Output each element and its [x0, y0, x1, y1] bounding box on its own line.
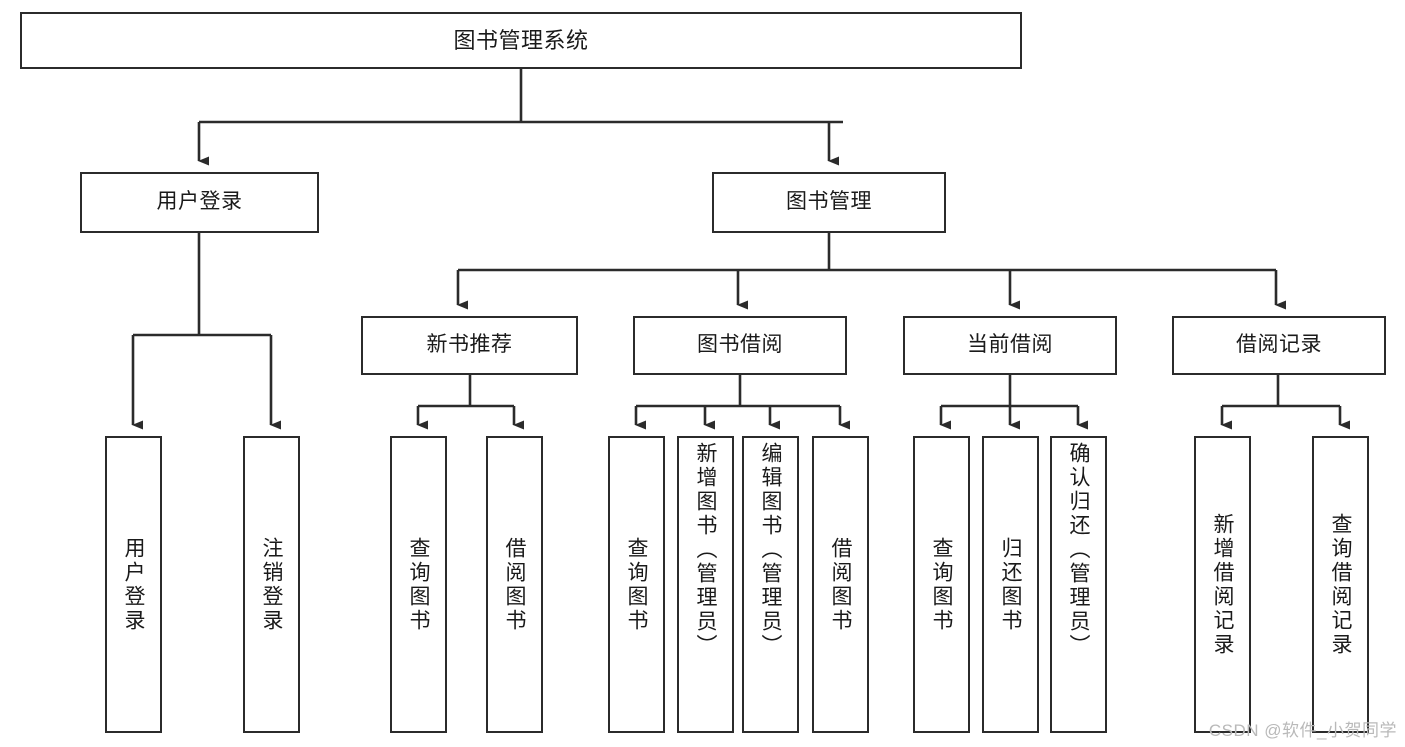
leaf-current-query-book[interactable]: 查询图书 — [913, 436, 970, 733]
leaf-borrow-borrow-book-label: 借阅图书 — [829, 536, 852, 633]
node-user-login-label: 用户登录 — [156, 190, 243, 214]
leaf-new-book-query[interactable]: 查询图书 — [390, 436, 447, 733]
node-borrow-records-label: 借阅记录 — [1236, 333, 1322, 357]
leaf-borrow-edit-book-label: 编辑图书（管理员） — [759, 442, 782, 658]
node-current-borrow[interactable]: 当前借阅 — [903, 316, 1117, 375]
leaf-records-add-record[interactable]: 新增借阅记录 — [1194, 436, 1251, 733]
node-book-borrow[interactable]: 图书借阅 — [633, 316, 847, 375]
leaf-new-book-borrow-label: 借阅图书 — [503, 536, 526, 633]
leaf-borrow-add-book[interactable]: 新增图书（管理员） — [677, 436, 734, 733]
leaf-records-query-record[interactable]: 查询借阅记录 — [1312, 436, 1369, 733]
leaf-user-login-login[interactable]: 用户登录 — [105, 436, 162, 733]
node-book-management[interactable]: 图书管理 — [712, 172, 946, 233]
leaf-borrow-query-book-label: 查询图书 — [625, 536, 648, 633]
node-new-book-recommend-label: 新书推荐 — [426, 333, 513, 357]
watermark: CSDN @软件_小贺同学 — [1208, 721, 1397, 740]
leaf-new-book-borrow[interactable]: 借阅图书 — [486, 436, 543, 733]
leaf-current-confirm-return[interactable]: 确认归还（管理员） — [1050, 436, 1107, 733]
leaf-user-login-logout[interactable]: 注销登录 — [243, 436, 300, 733]
leaf-borrow-borrow-book[interactable]: 借阅图书 — [812, 436, 869, 733]
leaf-current-return-book-label: 归还图书 — [999, 536, 1022, 633]
leaf-user-login-login-label: 用户登录 — [122, 536, 145, 633]
node-user-login[interactable]: 用户登录 — [80, 172, 319, 233]
leaf-records-query-record-label: 查询借阅记录 — [1329, 512, 1352, 657]
leaf-records-add-record-label: 新增借阅记录 — [1211, 512, 1234, 657]
leaf-current-return-book[interactable]: 归还图书 — [982, 436, 1039, 733]
node-book-borrow-label: 图书借阅 — [697, 333, 783, 357]
leaf-borrow-add-book-label: 新增图书（管理员） — [694, 442, 717, 658]
node-borrow-records[interactable]: 借阅记录 — [1172, 316, 1386, 375]
node-book-management-label: 图书管理 — [786, 190, 872, 214]
node-root[interactable]: 图书管理系统 — [20, 12, 1022, 69]
leaf-current-query-book-label: 查询图书 — [930, 536, 953, 633]
leaf-borrow-edit-book[interactable]: 编辑图书（管理员） — [742, 436, 799, 733]
node-new-book-recommend[interactable]: 新书推荐 — [361, 316, 578, 375]
leaf-current-confirm-return-label: 确认归还（管理员） — [1067, 442, 1090, 658]
leaf-borrow-query-book[interactable]: 查询图书 — [608, 436, 665, 733]
node-current-borrow-label: 当前借阅 — [967, 333, 1053, 357]
node-root-label: 图书管理系统 — [453, 27, 589, 53]
leaf-user-login-logout-label: 注销登录 — [260, 536, 283, 633]
leaf-new-book-query-label: 查询图书 — [407, 536, 430, 633]
